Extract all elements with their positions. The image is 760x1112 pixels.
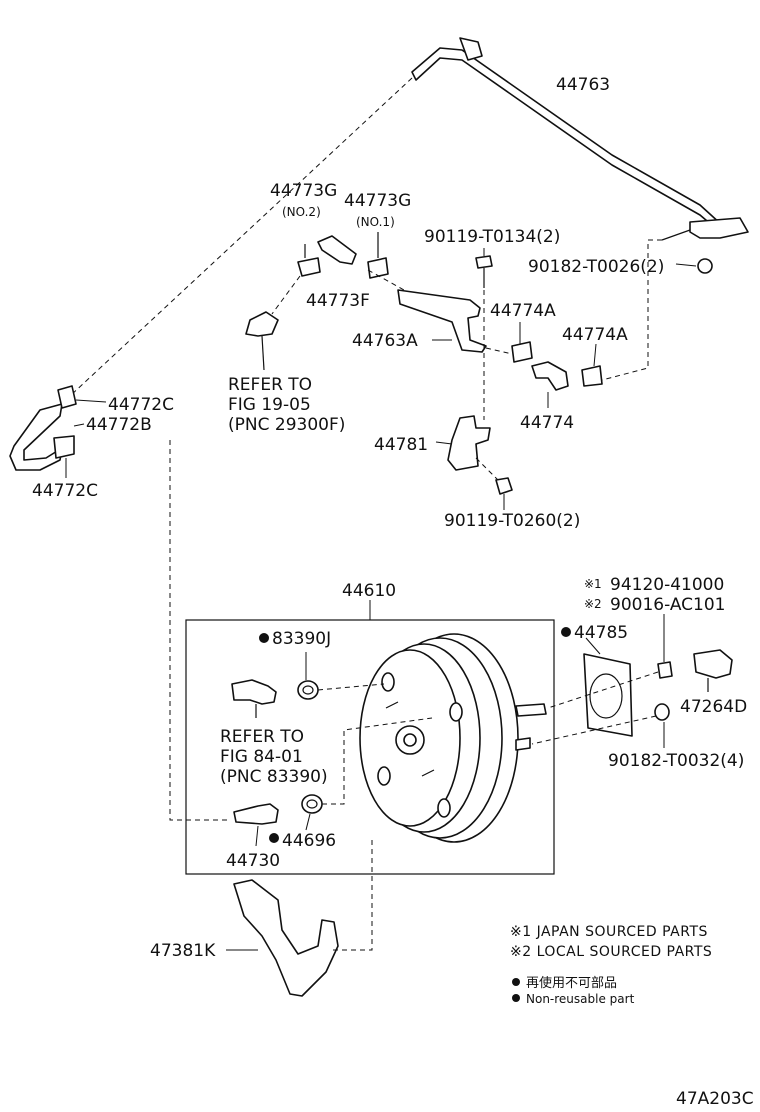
refer-2-line-1: REFER TO: [220, 727, 304, 747]
nonreusable-dot-83390J: [259, 633, 269, 643]
label-44774A-right: 44774A: [562, 325, 628, 345]
label-90182-T0032: 90182-T0032(4): [608, 751, 744, 771]
bracket-47381K: [233, 879, 339, 997]
bolt-90119-T0260: [495, 477, 513, 495]
valve-44730: [233, 803, 279, 825]
hose-44773F: [317, 235, 357, 265]
label-90119-T0260: 90119-T0260(2): [444, 511, 580, 531]
legend-dot-en: [512, 994, 520, 1002]
label-90016-AC101: 90016-AC101: [610, 595, 726, 615]
label-44773F: 44773F: [306, 291, 370, 311]
nonreusable-dot-44785: [561, 627, 571, 637]
label-44773G-no1: 44773G: [344, 191, 411, 211]
label-47381K: 47381K: [150, 941, 216, 961]
refer-2-line-2: FIG 84-01: [220, 747, 303, 767]
label-44781: 44781: [374, 435, 428, 455]
label-44774A-left: 44774A: [490, 301, 556, 321]
label-44772C-lower: 44772C: [32, 481, 98, 501]
brake-booster-44610: [359, 633, 547, 843]
note-japan-sourced: ※1 JAPAN SOURCED PARTS: [510, 924, 708, 940]
legend-dot-jp: [512, 978, 520, 986]
check-valve-83390: [231, 679, 277, 718]
grommet-83390J: [297, 680, 319, 700]
label-44773G-no1-sub: (NO.1): [356, 215, 395, 229]
gasket-44785: [583, 653, 633, 737]
pipe-connection-dashed: [69, 77, 413, 397]
clip-44772C-lower: [53, 435, 75, 459]
label-83390J: 83390J: [272, 629, 331, 649]
refer-2-line-3: (PNC 83390): [220, 767, 328, 787]
clip-44774A-left: [511, 341, 533, 363]
label-44772B: 44772B: [86, 415, 152, 435]
label-44772C-upper: 44772C: [108, 395, 174, 415]
label-44763A: 44763A: [352, 331, 418, 351]
bracket-44763A: [397, 289, 487, 353]
vacuum-pipe-44763: [411, 37, 749, 241]
label-44696: 44696: [282, 831, 336, 851]
nonreusable-dot-44696: [269, 833, 279, 843]
nut-90182-T0026: [697, 258, 713, 274]
note-local-sourced: ※2 LOCAL SOURCED PARTS: [510, 944, 712, 960]
clip-44772C-upper: [57, 385, 77, 409]
label-44610: 44610: [342, 581, 396, 601]
figure-code: 47A203C: [676, 1089, 754, 1109]
bolt-90119-T0134: [475, 255, 493, 288]
nut-90182-T0032: [654, 703, 670, 721]
refer-1-line-2: FIG 19-05: [228, 395, 311, 415]
label-44774: 44774: [520, 413, 574, 433]
label-90119-T0134: 90119-T0134(2): [424, 227, 560, 247]
clip-44774A-right: [581, 365, 603, 387]
note2-mark: ※2: [584, 597, 602, 611]
clip-44773G-no1: [367, 232, 389, 279]
refer-1-line-1: REFER TO: [228, 375, 312, 395]
note-nonreusable-en: Non-reusable part: [526, 992, 635, 1006]
label-47264D: 47264D: [680, 697, 747, 717]
bracket-44781: [447, 415, 491, 471]
label-44785: 44785: [574, 623, 628, 643]
hose-44774: [531, 361, 569, 391]
grommet-44696: [301, 794, 323, 814]
nut-94120-41000: [657, 661, 673, 679]
refer-1-line-3: (PNC 29300F): [228, 415, 345, 435]
label-90182-T0026: 90182-T0026(2): [528, 257, 664, 277]
label-44773G-no2-sub: (NO.2): [282, 205, 321, 219]
label-44763: 44763: [556, 75, 610, 95]
hose-44772B: [9, 403, 63, 471]
label-94120-41000: 94120-41000: [610, 575, 724, 595]
note1-mark: ※1: [584, 577, 602, 591]
bracket-47264D: [693, 649, 733, 692]
label-44773G-no2: 44773G: [270, 181, 337, 201]
connector-29300F: [245, 311, 279, 371]
label-44730: 44730: [226, 851, 280, 871]
clip-44773G-no2: [297, 244, 321, 277]
note-nonreusable-jp: 再使用不可部品: [526, 975, 617, 991]
